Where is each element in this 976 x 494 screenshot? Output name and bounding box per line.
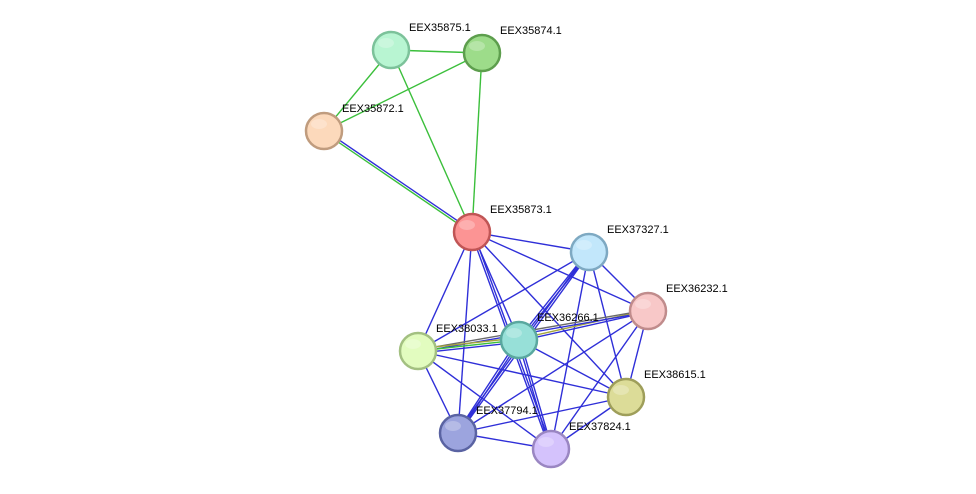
edge-EEX35873.1-EEX38033.1: [417, 231, 473, 352]
edge-EEX35872.1-EEX35873.1: [322, 129, 474, 234]
node-circle[interactable]: [628, 291, 668, 331]
node-EEX37794.1[interactable]: EEX37794.1: [438, 405, 538, 453]
node-EEX38615.1[interactable]: EEX38615.1: [606, 369, 706, 417]
edge-line: [471, 231, 649, 312]
node-highlight: [445, 421, 461, 431]
edge-line: [457, 396, 627, 434]
node-highlight: [613, 385, 629, 395]
node-circle[interactable]: [398, 331, 438, 371]
edge-line: [518, 309, 648, 340]
node-highlight: [506, 328, 522, 338]
node-EEX36232.1[interactable]: EEX36232.1: [628, 283, 728, 331]
node-EEX35874.1[interactable]: EEX35874.1: [462, 25, 562, 73]
node-EEX35875.1[interactable]: EEX35875.1: [371, 22, 471, 70]
edge-line: [457, 310, 649, 434]
node-circle[interactable]: [531, 429, 571, 469]
edge-line: [550, 310, 649, 450]
node-highlight: [405, 339, 421, 349]
edge-line: [417, 350, 627, 398]
edge-EEX37327.1-EEX37824.1: [550, 251, 590, 450]
edge-EEX37327.1-EEX38615.1: [588, 251, 627, 398]
node-EEX37824.1[interactable]: EEX37824.1: [531, 421, 631, 469]
edge-EEX36232.1-EEX37794.1: [457, 310, 649, 434]
edge-EEX35873.1-EEX37794.1: [457, 231, 473, 434]
edge-line: [322, 131, 472, 234]
node-highlight: [469, 41, 485, 51]
edge-EEX35873.1-EEX37327.1: [471, 231, 590, 253]
node-EEX37327.1[interactable]: EEX37327.1: [569, 224, 669, 272]
node-highlight: [635, 299, 651, 309]
node-highlight: [378, 38, 394, 48]
node-label: EEX37794.1: [476, 405, 538, 417]
node-EEX36266.1[interactable]: EEX36266.1: [499, 312, 599, 360]
edge-line: [588, 251, 627, 398]
node-circle[interactable]: [606, 377, 646, 417]
edge-line: [324, 129, 474, 232]
edge-EEX35873.1-EEX36232.1: [471, 231, 649, 312]
node-highlight: [538, 437, 554, 447]
edge-line: [550, 251, 590, 450]
node-circle[interactable]: [452, 212, 492, 252]
node-label: EEX36232.1: [666, 283, 728, 295]
edge-EEX38033.1-EEX37824.1: [417, 350, 552, 450]
node-label: EEX35873.1: [490, 204, 552, 216]
edge-EEX36232.1-EEX37824.1: [550, 310, 649, 450]
node-circle[interactable]: [499, 320, 539, 360]
edge-line: [417, 231, 473, 352]
edge-EEX36266.1-EEX38615.1: [518, 339, 627, 398]
edge-line: [471, 231, 590, 253]
edge-line: [417, 350, 552, 450]
node-layer: EEX35875.1 EEX35874.1EEX35872.1EEX35873.1…: [304, 22, 728, 469]
node-EEX38033.1[interactable]: EEX38033.1: [398, 323, 498, 371]
node-label: EEX35875.1: [409, 22, 471, 34]
node-label: EEX37824.1: [569, 421, 631, 433]
edge-EEX35873.1-EEX38615.1: [471, 231, 627, 398]
edge-EEX38615.1-EEX37794.1: [457, 396, 627, 434]
node-label: EEX38033.1: [436, 323, 498, 335]
edge-EEX35875.1-EEX35873.1: [390, 49, 473, 233]
node-label: EEX38615.1: [644, 369, 706, 381]
edge-line: [323, 52, 483, 132]
node-circle[interactable]: [438, 413, 478, 453]
node-circle[interactable]: [462, 33, 502, 73]
edge-EEX38033.1-EEX38615.1: [417, 350, 627, 398]
node-highlight: [311, 119, 327, 129]
edge-EEX35874.1-EEX35872.1: [323, 52, 483, 132]
node-EEX35872.1[interactable]: EEX35872.1: [304, 103, 404, 151]
edge-EEX35874.1-EEX35873.1: [471, 52, 483, 233]
node-highlight: [576, 240, 592, 250]
node-circle[interactable]: [371, 30, 411, 70]
node-EEX35873.1[interactable]: EEX35873.1: [452, 204, 552, 252]
edge-line: [457, 231, 473, 434]
edge-line: [471, 231, 627, 398]
edge-line: [390, 49, 473, 233]
node-label: EEX36266.1: [537, 312, 599, 324]
node-highlight: [459, 220, 475, 230]
node-circle[interactable]: [569, 232, 609, 272]
node-label: EEX35874.1: [500, 25, 562, 37]
edge-line: [471, 52, 483, 233]
edge-EEX36232.1-EEX36266.1: [518, 309, 649, 342]
edge-line: [417, 251, 590, 352]
node-label: EEX35872.1: [342, 103, 404, 115]
edge-line: [519, 311, 649, 342]
node-circle[interactable]: [304, 111, 344, 151]
edge-line: [518, 339, 627, 398]
node-label: EEX37327.1: [607, 224, 669, 236]
edge-EEX37327.1-EEX38033.1: [417, 251, 590, 352]
